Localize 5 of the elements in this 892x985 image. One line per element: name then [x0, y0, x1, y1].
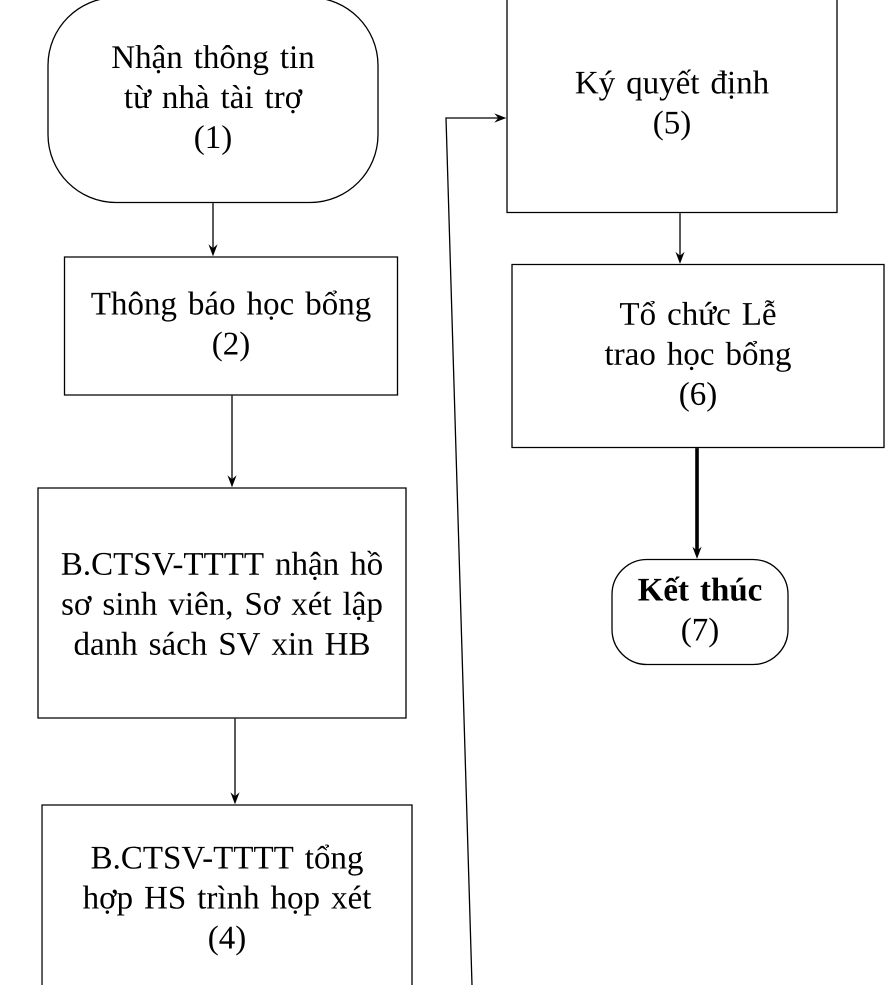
- process-box: Ký quyết định (5): [506, 0, 838, 214]
- process-box: Tổ chức Lễ trao học bổng (6): [511, 264, 885, 448]
- process-box: Thông báo học bổng (2): [64, 256, 398, 396]
- process-box: B.CTSV-TTTT nhận hồ sơ sinh viên, Sơ xét lập danh sách SV xin HB: [37, 487, 407, 719]
- process-box: B.CTSV-TTTT tổng hợp HS trình họp xét (4): [41, 804, 413, 985]
